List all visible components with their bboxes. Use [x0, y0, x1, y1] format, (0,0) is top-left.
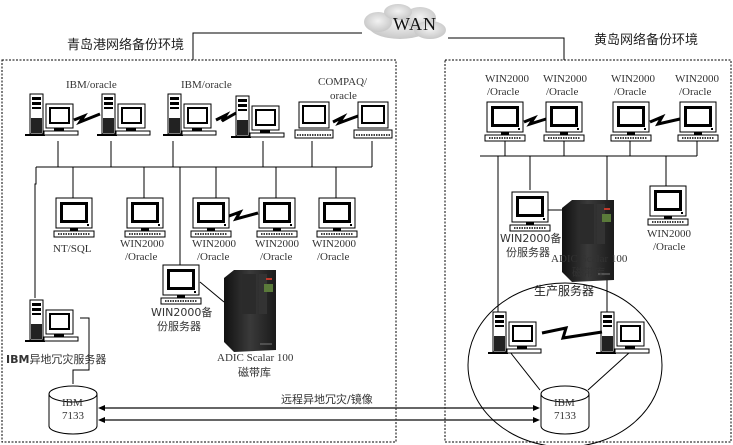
left-backup-server-label-1: WIN2000备 [151, 306, 213, 319]
ibm-oracle-server-1[interactable] [24, 93, 79, 137]
left-tape-label-2: 磁带库 [238, 366, 271, 379]
left-storage-label-2: 7133 [62, 410, 84, 422]
cluster-link-icon [332, 113, 359, 126]
production-cluster-label: 生产服务器 [534, 284, 595, 298]
client-win2000-4[interactable] [316, 197, 358, 238]
group-label-ibm-2: IBM/oracle [181, 79, 232, 91]
right-client-label-2: /Oracle [653, 241, 686, 253]
dr-server-label-bold: IBM [6, 353, 30, 366]
right-tape-label-1: ADIC Scalar 100 [551, 253, 628, 265]
left-storage-label-1: IBM [62, 397, 83, 409]
client-label-1-line2: /Oracle [125, 251, 158, 263]
group-label-ibm-1: IBM/oracle [66, 79, 117, 91]
right-server-3-line2: /Oracle [614, 86, 647, 98]
client-label-4-line2: /Oracle [317, 251, 350, 263]
right-storage-label-2: 7133 [554, 410, 576, 422]
arrow-left-icon [98, 405, 105, 411]
right-server-2-line1: WIN2000 [543, 73, 587, 85]
right-oracle-server-3[interactable] [610, 101, 652, 142]
client-label-3-line2: /Oracle [260, 251, 293, 263]
client-nt-sql[interactable] [53, 197, 95, 238]
wan-link-right [448, 37, 565, 60]
arrow-left-icon [98, 417, 105, 423]
right-server-4-line1: WIN2000 [675, 73, 719, 85]
replication-label: 远程异地冗灾/镜像 [281, 393, 373, 406]
client-win2000-2[interactable] [190, 197, 232, 238]
production-server-2[interactable] [595, 311, 650, 355]
production-server-1[interactable] [487, 311, 542, 355]
right-oracle-server-4[interactable] [677, 101, 719, 142]
compaq-oracle-server-2[interactable] [353, 101, 393, 139]
right-oracle-server-1[interactable] [484, 101, 526, 142]
left-backup-server[interactable] [160, 264, 202, 305]
production-cluster-boundary [467, 282, 663, 445]
client-win2000-3[interactable] [256, 197, 298, 238]
wan-link-left [192, 32, 362, 60]
right-backup-server[interactable] [509, 191, 551, 232]
dr-server-label: IBM异地冗灾服务器 [6, 353, 106, 366]
client-label-4-line1: WIN2000 [312, 238, 356, 250]
left-site-boundary [1, 59, 397, 443]
right-client-label-1: WIN2000 [647, 228, 691, 240]
cluster-link-icon [73, 112, 101, 126]
group-label-compaq-2: oracle [330, 90, 357, 102]
right-server-4-line2: /Oracle [679, 86, 712, 98]
wan-cloud-icon [364, 4, 446, 39]
ibm-oracle-server-4[interactable] [230, 95, 285, 139]
cluster-link-icon [228, 209, 259, 222]
right-oracle-server-2[interactable] [543, 101, 585, 142]
right-client-win2000[interactable] [647, 185, 689, 226]
right-site-title: 黄岛网络备份环境 [594, 33, 699, 48]
right-site-boundary [444, 59, 732, 443]
client-label-1-line1: WIN2000 [120, 238, 164, 250]
ibm-oracle-server-2[interactable] [96, 93, 151, 137]
ibm-oracle-server-3[interactable] [162, 93, 217, 137]
arrow-right-icon [533, 417, 540, 423]
client-label-nt-sql: NT/SQL [53, 243, 92, 255]
right-backup-server-label-1: WIN2000备 [500, 232, 562, 245]
client-label-2-line2: /Oracle [197, 251, 230, 263]
ibm-dr-server[interactable] [24, 299, 79, 343]
right-tape-label-2: 磁带库 [572, 266, 605, 279]
left-tape-label-1: ADIC Scalar 100 [217, 352, 294, 364]
right-backup-server-label-2: 份服务器 [506, 246, 550, 259]
group-label-compaq-1: COMPAQ/ [318, 76, 368, 88]
right-storage-label-1: IBM [554, 397, 575, 409]
left-backup-server-label-2: 份服务器 [157, 320, 201, 333]
client-label-3-line1: WIN2000 [255, 238, 299, 250]
client-win2000-1[interactable] [124, 197, 166, 238]
right-server-2-line2: /Oracle [546, 86, 579, 98]
left-site-title: 青岛港网络备份环境 [67, 38, 185, 53]
right-server-1-line2: /Oracle [487, 86, 520, 98]
cluster-link-icon [523, 114, 547, 127]
compaq-oracle-server-1[interactable] [294, 101, 334, 139]
cluster-link-icon [215, 111, 237, 123]
client-label-2-line1: WIN2000 [192, 238, 236, 250]
right-server-1-line1: WIN2000 [485, 73, 529, 85]
right-server-3-line1: WIN2000 [611, 73, 655, 85]
arrow-right-icon [533, 405, 540, 411]
left-tape-library[interactable] [223, 269, 277, 353]
cluster-link-icon [649, 113, 681, 127]
cluster-link-icon [541, 326, 603, 340]
wan-label: WAN [393, 14, 437, 34]
dr-server-label-rest: 异地冗灾服务器 [29, 353, 107, 366]
